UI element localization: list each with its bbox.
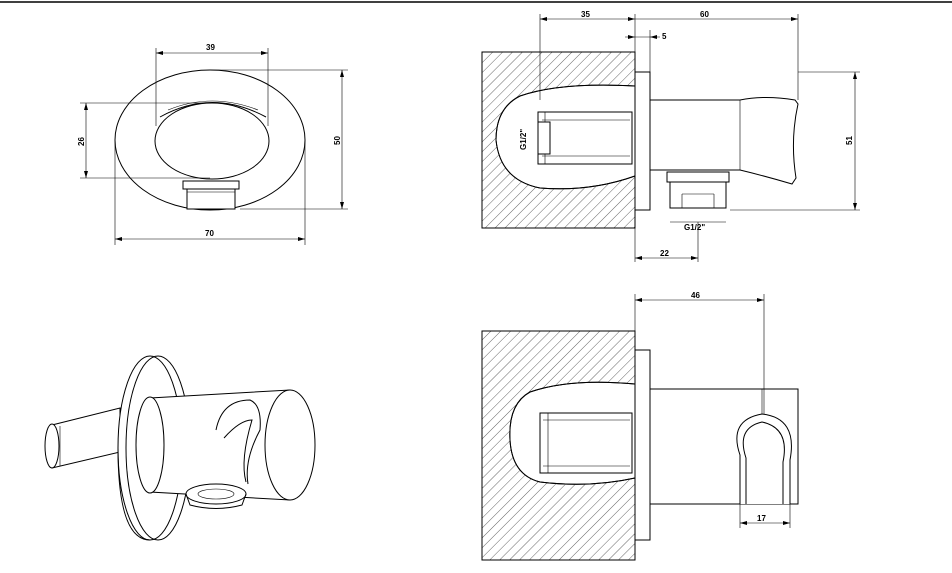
top-plate — [634, 349, 651, 541]
side-thread-label-outlet: G1/2" — [684, 223, 705, 232]
top-holder-ring — [736, 413, 792, 504]
side-dim-plate: 5 — [662, 32, 667, 41]
side-dim-wall-depth: 35 — [581, 10, 590, 19]
isometric-view — [44, 355, 316, 541]
side-plate — [634, 71, 651, 211]
top-inlet-fitting — [539, 412, 633, 474]
front-connector-nut — [182, 180, 240, 190]
top-dim-projection: 46 — [691, 291, 700, 300]
top-dim-holder-width: 17 — [757, 514, 766, 523]
front-dim-height-inner: 26 — [77, 137, 86, 146]
side-dim-projection: 60 — [700, 10, 709, 19]
side-dim-height: 51 — [845, 136, 854, 145]
side-thread-label-inlet: G1/2" — [519, 129, 528, 150]
iso-holder-end — [264, 389, 316, 501]
side-outlet-nut — [666, 171, 730, 183]
front-dim-overall-width: 70 — [205, 229, 214, 238]
side-section-view: G1/2" G1/2" 35 60 5 — [481, 10, 860, 262]
front-view: 39 26 50 70 — [77, 43, 348, 245]
front-dim-width: 39 — [206, 43, 215, 52]
front-dim-height-outer: 50 — [333, 136, 342, 145]
top-section-view: 46 17 — [481, 291, 799, 561]
side-dim-outlet-offset: 22 — [660, 249, 669, 258]
front-inner-cup — [154, 102, 270, 180]
